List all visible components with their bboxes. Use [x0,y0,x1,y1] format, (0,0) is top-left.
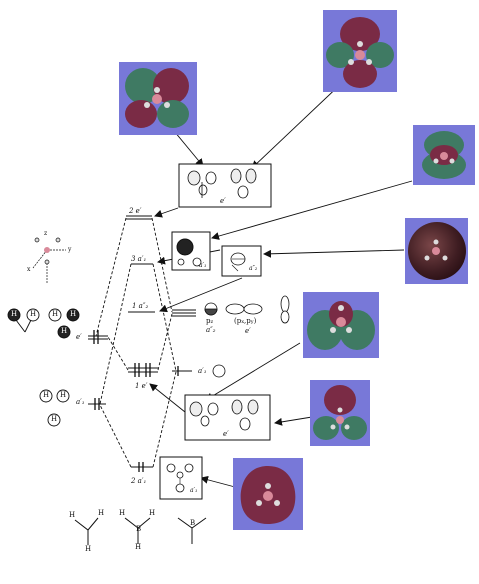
b-label-pxpy: (px,py) [234,317,257,325]
orbital-image-e-top-right [323,10,397,92]
atom-h-7: H [60,391,67,399]
box-a1-3 [171,231,211,271]
h3-fragment-a1 [39,389,70,427]
bottom-structures [74,517,207,545]
mo-label-2a1: 2 a′₁ [131,477,147,485]
atom-h-2: H [30,310,37,318]
box-label-e-1: e′ [223,430,229,438]
box-a1-2 [159,456,203,500]
mo-levels [126,215,158,468]
bottom-h-4: H [119,509,126,517]
bottom-h-1: H [69,511,76,519]
box-label-a1-3: a′₁ [199,262,207,269]
box-e-1 [184,394,271,441]
atom-h-6: H [43,391,50,399]
h3-label-e: e′ [76,333,82,341]
b-label-a2: a″₂ [206,326,216,334]
bottom-b-2: B [190,519,196,527]
axis-label-z: z [44,230,48,237]
b-label-pz: pz [206,317,214,325]
correlation-lines [95,217,177,468]
electrons [88,309,196,472]
bottom-h-6: H [135,543,142,551]
axis-icon [32,237,66,283]
atom-h-4: H [70,310,77,318]
orbital-image-a1-3 [405,218,468,284]
atom-h-3: H [52,310,59,318]
atom-h-5: H [61,327,68,335]
bottom-b-1: B [136,525,142,533]
orbital-image-e-top-left [119,62,197,135]
box-a2 [221,245,262,277]
h3-label-a1: a′₁ [76,398,85,406]
bottom-h-3: H [85,545,92,553]
orbital-image-a2 [413,125,475,185]
h3-fragment-e [7,308,80,339]
axis-label-y: y [68,246,72,253]
box-label-top-e: e′ [220,197,226,205]
mo-label-1e: 1 e′ [135,382,148,390]
orbital-image-a1-2 [233,458,303,530]
box-label-a2: a″₂ [249,265,258,272]
b-orbitals [204,295,290,378]
mo-label-3a1: 3 a′₁ [131,255,147,263]
mo-label-1a2: 1 a″₂ [132,302,149,310]
atom-h-1: H [11,310,18,318]
atom-h-8: H [51,415,58,423]
orbital-image-e-1b [310,380,370,446]
axis-label-x: x [27,266,31,273]
box-top-e [178,163,272,208]
b-label-e: e′ [245,327,251,335]
bottom-h-5: H [149,509,156,517]
b-label-a1: a′₁ [198,367,207,375]
mo-label-2e: 2 e′ [129,207,142,215]
orbital-image-e-1a [303,292,379,358]
bottom-h-2: H [98,509,105,517]
box-label-a1-2: a′₁ [190,487,198,494]
